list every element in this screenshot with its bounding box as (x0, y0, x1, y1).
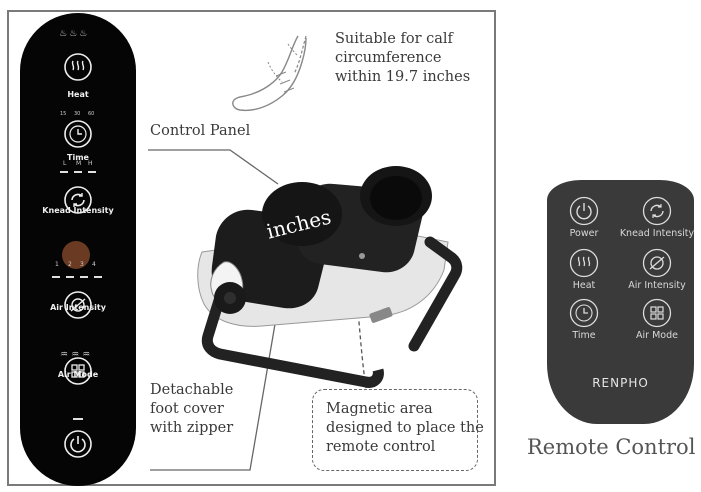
knead-intensity-icon[interactable] (63, 185, 93, 215)
magnetic-callout-line3: remote control (326, 439, 436, 455)
air-level-1: 1 (55, 261, 59, 268)
knead-level-l: L (63, 160, 67, 167)
air-level-4: 4 (92, 261, 96, 268)
air-indicator-bar (94, 276, 102, 278)
remote-heat-label: Heat (572, 280, 596, 291)
product-image-frame (7, 10, 496, 486)
remote-power-icon[interactable] (569, 196, 599, 226)
time-level-30: 30 (74, 111, 81, 117)
remote-time-label: Time (572, 330, 596, 341)
calf-callout-line2: circumference (335, 50, 442, 66)
heat-label: Heat (67, 90, 89, 99)
air-indicator-bar (66, 276, 74, 278)
air-intensity-label: Air Intensity (50, 303, 106, 312)
heat-icon[interactable] (63, 52, 93, 82)
magnetic-callout-line1: Magnetic area (326, 401, 433, 417)
remote-knead-intensity-icon[interactable] (642, 196, 672, 226)
knead-intensity-label: Knead Intensity (42, 206, 114, 215)
remote-control-caption: Remote Control (527, 435, 696, 459)
foot-cover-callout-line1: Detachable (150, 382, 234, 398)
knead-indicator-bar (74, 171, 82, 173)
calf-callout-line3: within 19.7 inches (335, 69, 471, 85)
air-indicator-bar (80, 276, 88, 278)
power-indicator-bar (73, 418, 83, 420)
knead-indicator-bar (60, 171, 68, 173)
remote-knead-intensity-label: Knead Intensity (619, 228, 695, 239)
knead-level-h: H (88, 160, 93, 167)
remote-control: Power Knead Intensity Heat Air Intensity… (547, 180, 694, 424)
calf-outline-sketch (232, 35, 307, 112)
time-level-60: 60 (88, 111, 95, 117)
magnetic-area-callout-box (312, 389, 478, 471)
control-panel-strip: ♨♨♨ Heat 15 30 60 Time L M H Knead Inten… (20, 13, 136, 486)
knead-level-m: M (76, 160, 82, 167)
time-level-15: 15 (60, 111, 67, 117)
air-level-3: 3 (80, 261, 84, 268)
remote-air-mode-label: Air Mode (636, 330, 678, 341)
remote-air-mode-icon[interactable] (642, 298, 672, 328)
foot-cover-callout-line2: foot cover (150, 401, 224, 417)
air-level-2: 2 (68, 261, 72, 268)
air-mode-indicators: ♒♒♒ (60, 350, 94, 360)
remote-time-icon[interactable] (569, 298, 599, 328)
foot-cover-callout-line3: with zipper (150, 420, 234, 436)
remote-heat-icon[interactable] (569, 248, 599, 278)
magnetic-callout-line2: designed to place the (326, 420, 484, 436)
knead-indicator-bar (88, 171, 96, 173)
remote-air-intensity-label: Air Intensity (628, 280, 686, 291)
remote-air-intensity-icon[interactable] (642, 248, 672, 278)
heat-level-indicators: ♨♨♨ (59, 29, 90, 39)
power-icon[interactable] (63, 429, 93, 459)
air-mode-icon[interactable] (63, 356, 93, 386)
air-intensity-icon[interactable] (63, 290, 93, 320)
time-label: Time (67, 153, 89, 162)
air-mode-label: Air Mode (57, 370, 99, 379)
control-panel-callout: Control Panel (150, 123, 251, 139)
time-icon[interactable] (63, 119, 93, 149)
remote-power-label: Power (569, 228, 599, 239)
calf-callout-line1: Suitable for calf (335, 31, 453, 47)
foot-massager-image (197, 166, 463, 388)
finger-press-indicator (62, 241, 90, 269)
remote-brand-logo: RENPHO (592, 376, 649, 390)
air-indicator-bar (52, 276, 60, 278)
